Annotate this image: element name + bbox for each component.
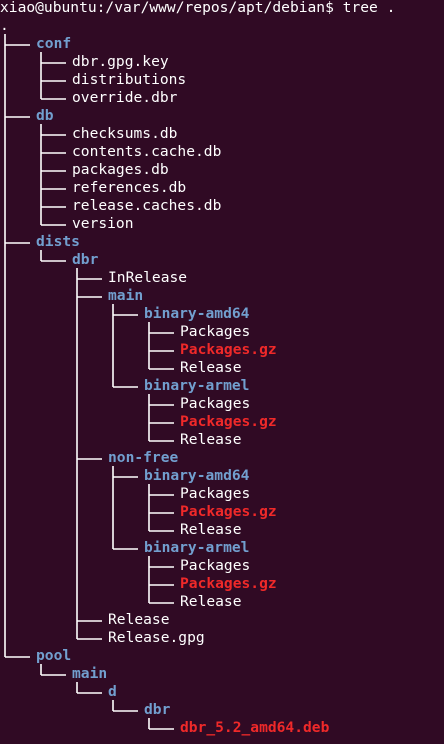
directory-name: binary-armel xyxy=(144,377,250,394)
file-name: Packages xyxy=(180,323,251,340)
shell-command: tree . xyxy=(342,0,396,16)
file-name: Release xyxy=(180,359,242,376)
file-name: Release xyxy=(180,593,242,610)
tree-entry: Release xyxy=(180,431,242,449)
directory-name: dbr xyxy=(144,701,171,718)
tree-entry: dists xyxy=(36,233,80,251)
directory-name: binary-armel xyxy=(144,539,250,556)
tree-entry: Packages.gz xyxy=(180,575,277,593)
file-name: Release xyxy=(108,611,170,628)
file-name: version xyxy=(72,215,134,232)
file-name: dbr_5.2_amd64.deb xyxy=(180,719,330,736)
tree-entry: override.dbr xyxy=(72,89,177,107)
tree-entry: Packages.gz xyxy=(180,503,277,521)
directory-name: non-free xyxy=(108,449,179,466)
file-name: Release xyxy=(180,431,242,448)
shell-prompt: xiao@ubuntu:/var/www/repos/apt/debian$ xyxy=(0,0,334,16)
file-name: Packages xyxy=(180,485,251,502)
file-name: Packages xyxy=(180,557,251,574)
directory-name: conf xyxy=(36,35,72,52)
tree-entry: Release.gpg xyxy=(108,629,205,647)
tree-entry: dbr.gpg.key xyxy=(72,53,169,71)
tree-entry: binary-amd64 xyxy=(144,467,249,485)
tree-entry: distributions xyxy=(72,71,186,89)
tree-entry: Packages xyxy=(180,323,250,341)
file-name: InRelease xyxy=(108,269,188,286)
tree-entry: contents.cache.db xyxy=(72,143,221,161)
tree-entry: non-free xyxy=(108,449,178,467)
tree-entry: dbr xyxy=(144,701,170,719)
file-name: Packages.gz xyxy=(180,413,277,430)
tree-entry: Packages.gz xyxy=(180,413,277,431)
directory-name: binary-amd64 xyxy=(144,305,250,322)
tree-entry: . xyxy=(0,17,9,35)
file-name: Packages.gz xyxy=(180,575,277,592)
tree-entry: pool xyxy=(36,647,71,665)
tree-entry: references.db xyxy=(72,179,186,197)
tree-entry: binary-amd64 xyxy=(144,305,249,323)
prompt-line: xiao@ubuntu:/var/www/repos/apt/debian$ t… xyxy=(0,0,395,17)
tree-entry: binary-armel xyxy=(144,377,249,395)
tree-entry: Packages xyxy=(180,485,250,503)
tree-entry: checksums.db xyxy=(72,125,177,143)
directory-name: binary-amd64 xyxy=(144,467,250,484)
tree-entry: Release xyxy=(180,359,242,377)
directory-name: dbr xyxy=(72,251,99,268)
tree-entry: Packages xyxy=(180,395,250,413)
directory-name: db xyxy=(36,107,54,124)
file-name: packages.db xyxy=(72,161,169,178)
tree-entry: packages.db xyxy=(72,161,169,179)
file-name: Packages.gz xyxy=(180,503,277,520)
file-name: . xyxy=(0,17,9,34)
tree-entry: main xyxy=(72,665,107,683)
file-name: Packages.gz xyxy=(180,341,277,358)
tree-entry: db xyxy=(36,107,54,125)
file-name: release.caches.db xyxy=(72,197,222,214)
directory-name: d xyxy=(108,683,117,700)
file-name: Release xyxy=(180,521,242,538)
tree-entry: Release xyxy=(180,521,242,539)
tree-entry: conf xyxy=(36,35,71,53)
file-name: checksums.db xyxy=(72,125,178,142)
tree-entry: Packages xyxy=(180,557,250,575)
tree-entry: binary-armel xyxy=(144,539,249,557)
tree-entry: main xyxy=(108,287,143,305)
tree-entry: dbr_5.2_amd64.deb xyxy=(180,719,329,737)
file-name: dbr.gpg.key xyxy=(72,53,169,70)
directory-name: pool xyxy=(36,647,72,664)
tree-entry: Release xyxy=(108,611,170,629)
file-name: contents.cache.db xyxy=(72,143,222,160)
directory-name: main xyxy=(108,287,144,304)
tree-entry: InRelease xyxy=(108,269,187,287)
tree-entry: Release xyxy=(180,593,242,611)
tree-entry: version xyxy=(72,215,134,233)
tree-entry: release.caches.db xyxy=(72,197,221,215)
directory-name: main xyxy=(72,665,108,682)
tree-entry: Packages.gz xyxy=(180,341,277,359)
tree-entry: dbr xyxy=(72,251,98,269)
file-name: Release.gpg xyxy=(108,629,205,646)
directory-name: dists xyxy=(36,233,80,250)
file-name: references.db xyxy=(72,179,187,196)
tree-entry: d xyxy=(108,683,117,701)
file-name: override.dbr xyxy=(72,89,178,106)
file-name: Packages xyxy=(180,395,251,412)
file-name: distributions xyxy=(72,71,187,88)
